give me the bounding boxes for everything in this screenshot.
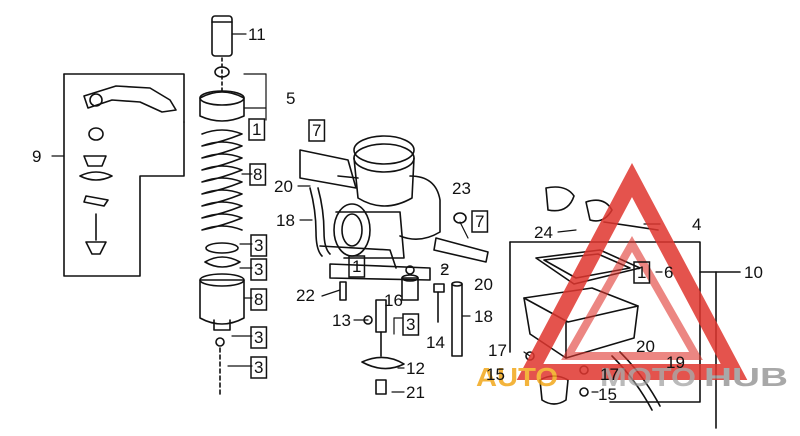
choke-lever-box	[63, 73, 185, 277]
callout-24: 24	[534, 223, 553, 242]
callout-1-throttle: 1	[252, 120, 261, 139]
callout-3-d: 3	[254, 358, 263, 377]
carburetor-body	[299, 135, 489, 281]
throttle-spring	[201, 129, 243, 231]
callout-15-b: 15	[598, 385, 617, 404]
watermark-text-moto: MOTO	[600, 362, 696, 392]
callout-18-a: 18	[276, 211, 295, 230]
watermark-logo: AUTO MOTO HUB	[476, 162, 788, 392]
callout-23: 23	[452, 179, 471, 198]
watermark-text-auto: AUTO	[476, 362, 558, 392]
throttle-cap-assembly	[199, 15, 245, 122]
callout-3-e: 3	[406, 315, 415, 334]
callout-6: 6	[664, 263, 673, 282]
callout-box-c1b	[348, 255, 366, 278]
callout-4: 4	[692, 215, 701, 234]
callout-20-c: 20	[636, 337, 655, 356]
callout-box-c3a	[250, 234, 268, 257]
callout-3-a: 3	[254, 236, 263, 255]
callout-box-c1a	[248, 118, 266, 141]
callout-14: 14	[426, 333, 445, 352]
callout-9: 9	[32, 147, 41, 166]
callout-box-c1c	[633, 261, 651, 284]
callout-5: 5	[286, 89, 295, 108]
callout-box-c3d	[250, 356, 268, 379]
callout-1-bowl: 1	[637, 263, 646, 282]
callout-box-c3e	[402, 313, 420, 336]
callout-20-b: 20	[474, 275, 493, 294]
callout-18-b: 18	[474, 307, 493, 326]
callout-13: 13	[332, 311, 351, 330]
callout-box-c3c	[250, 326, 268, 349]
callout-boxes	[248, 118, 651, 379]
callout-17-b: 17	[600, 365, 619, 384]
callout-16: 16	[384, 291, 403, 310]
callout-box-c7b	[471, 210, 489, 233]
watermark-triangle-inner	[561, 235, 703, 360]
callout-19: 19	[666, 353, 685, 372]
callout-15-a: 15	[486, 365, 505, 384]
callout-3-c: 3	[254, 328, 263, 347]
callout-11: 11	[248, 25, 266, 44]
watermark-triangle-outer	[516, 162, 748, 380]
callout-20-a: 20	[274, 177, 293, 196]
callout-17-a: 17	[488, 341, 507, 360]
callout-7-b: 7	[475, 212, 484, 231]
callout-box-c8a	[249, 163, 267, 186]
callout-7-a: 7	[312, 121, 321, 140]
jet-parts	[339, 212, 467, 395]
throttle-valve-parts	[199, 242, 245, 397]
callout-8-spring: 8	[253, 165, 262, 184]
callout-12: 12	[406, 359, 425, 378]
callout-10: 10	[744, 263, 763, 282]
callout-labels: 11 5 1 9 8 3 3 8 3 3 7 20 18 23 7 1 2 20…	[32, 25, 763, 404]
callout-1-body: 1	[352, 257, 361, 276]
callout-box-c8b	[250, 288, 268, 311]
watermark-text-hub: HUB	[704, 362, 788, 392]
callout-2: 2	[440, 260, 449, 279]
callout-8-valve: 8	[254, 290, 263, 309]
callout-22: 22	[296, 286, 315, 305]
callout-3-b: 3	[254, 260, 263, 279]
vent-hoses	[309, 187, 463, 357]
callout-21: 21	[406, 383, 425, 402]
callout-box-c3b	[250, 258, 268, 281]
callout-box-c7a	[308, 119, 326, 142]
